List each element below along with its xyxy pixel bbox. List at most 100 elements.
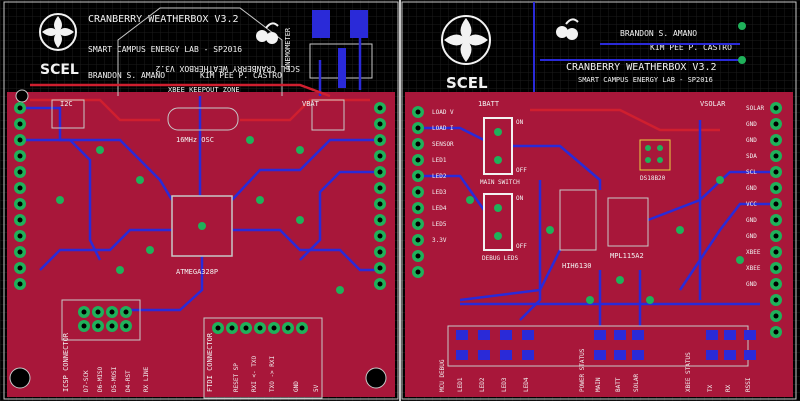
right-right-pin-label: SDA: [746, 153, 757, 160]
via-2: [256, 196, 264, 204]
right-trace-4: [678, 202, 776, 291]
via-3: [296, 216, 304, 224]
right-bottom-label: POWER STATUS: [579, 348, 586, 392]
right-header-r-pin-hole: [773, 121, 779, 127]
led-pad: [522, 330, 534, 340]
sensor1-label: HIH6130: [562, 262, 592, 270]
icsp-header-bot-pin-hole: [109, 323, 115, 329]
right-right-pin-label: GND: [746, 233, 757, 240]
debug-leds-label: DEBUG LEDS: [482, 255, 519, 262]
right-header-l-pin-hole: [415, 157, 421, 163]
right-left-pin-label: SENSOR: [432, 141, 454, 148]
right-left-pin-label: LED2: [432, 173, 447, 180]
right-header-r-pin-hole: [773, 185, 779, 191]
icsp-header-bot-pin-hole: [123, 323, 129, 329]
right-right-pin-label: GND: [746, 137, 757, 144]
ftdi-header-pin-hole: [271, 325, 277, 331]
right-header-r-pin-hole: [773, 281, 779, 287]
left-header-r-pin-hole: [377, 281, 383, 287]
led-pad: [522, 350, 534, 360]
left-subtitle: SMART CAMPUS ENERGY LAB - SP2016: [88, 45, 242, 54]
via-4: [116, 266, 124, 274]
left-pin-label: D5-MOSI: [111, 366, 118, 392]
right-board-substrate: [405, 92, 793, 397]
right-header-r-pin-hole: [773, 153, 779, 159]
left-pin-label: D7-SCK: [83, 370, 90, 392]
led-pad: [478, 350, 490, 360]
left-header-l-pin-hole: [17, 201, 23, 207]
via-1: [136, 176, 144, 184]
left-xbee-zone: XBEE KEEPOUT ZONE: [168, 86, 240, 94]
via-8: [246, 136, 254, 144]
left-header-l-pin-hole: [17, 249, 23, 255]
led-pad: [632, 350, 644, 360]
i2c-label: I2C: [60, 100, 73, 108]
led-pad: [744, 330, 756, 340]
right-right-pin-label: SOLAR: [746, 105, 764, 112]
right-author1: BRANDON S. AMANO: [620, 29, 697, 38]
right-trace-9: [519, 180, 542, 321]
left-pin-label: 5V: [313, 384, 320, 392]
left-logo-text: SCEL: [40, 62, 79, 78]
debug-switch[interactable]: [483, 193, 513, 251]
right-author2: KIM PEE P. CASTRO: [650, 43, 732, 52]
ftdi-header-pin-hole: [299, 325, 305, 331]
led-pad: [706, 350, 718, 360]
left-header-l-pin-hole: [17, 281, 23, 287]
left-header-r-pin-hole: [377, 249, 383, 255]
main-switch-off: OFF: [516, 167, 527, 174]
right-left-pin-label: LED5: [432, 221, 447, 228]
right-bottom-label: RSSI: [745, 377, 752, 392]
main-switch[interactable]: [483, 117, 513, 175]
led-pad: [594, 330, 606, 340]
right-bottom-label: LED1: [457, 377, 464, 392]
right-title: CRANBERRY WEATHERBOX V3.2: [566, 62, 717, 73]
right-copper-traces: [418, 108, 776, 326]
led-pad: [594, 350, 606, 360]
right-bottom-label: RX: [725, 384, 732, 392]
oscillator-outline: [167, 107, 239, 131]
left-pin-label: RESET SP: [233, 363, 240, 392]
left-header-r-pin-hole: [377, 201, 383, 207]
left-header-r-pin-hole: [377, 185, 383, 191]
led-pad: [456, 350, 468, 360]
ftdi-header-pin-hole: [243, 325, 249, 331]
left-header-l-pin-hole: [17, 105, 23, 111]
right-header-l-pin-hole: [415, 189, 421, 195]
main-switch-pin1: [494, 128, 502, 136]
via-14: [586, 296, 594, 304]
left-header-l-pin-hole: [17, 153, 23, 159]
sensor3-pads: [639, 139, 671, 171]
main-switch-pin2: [494, 156, 502, 164]
right-header-r-pin-hole: [773, 249, 779, 255]
right-header-r-pin-hole: [773, 137, 779, 143]
icsp-header-top-pin-hole: [109, 309, 115, 315]
led-pad: [744, 350, 756, 360]
debug-switch-pin2: [494, 232, 502, 240]
right-right-pin-label: SCL: [746, 169, 757, 176]
right-bottom-label: TX: [707, 384, 714, 392]
right-left-pin-label: LED1: [432, 157, 447, 164]
left-pin-label: D6-MISO: [97, 366, 104, 392]
right-header-r-pin-hole: [773, 265, 779, 271]
left-author1: BRANDON S. AMANO: [88, 71, 165, 80]
right-subtitle: SMART CAMPUS ENERGY LAB - SP2016: [578, 76, 713, 84]
led-pad: [500, 330, 512, 340]
mcu-center-via: [198, 222, 206, 230]
left-header-r-pin-hole: [377, 217, 383, 223]
left-header-l-pin-hole: [17, 265, 23, 271]
right-header-l-pin-hole: [415, 253, 421, 259]
icsp-header-top-pin-hole: [123, 309, 129, 315]
left-header-l-pin-hole: [17, 121, 23, 127]
via-12: [676, 226, 684, 234]
left-header-r-pin-hole: [377, 121, 383, 127]
left-header-r-pin-hole: [377, 137, 383, 143]
right-right-pin-label: XBEE: [746, 265, 761, 272]
led-pad: [706, 330, 718, 340]
vbat-label: VBAT: [302, 100, 320, 108]
left-header-r-pin-hole: [377, 233, 383, 239]
right-left-pin-label: LED4: [432, 205, 447, 212]
left-pin-label: D4-RST: [125, 370, 132, 392]
